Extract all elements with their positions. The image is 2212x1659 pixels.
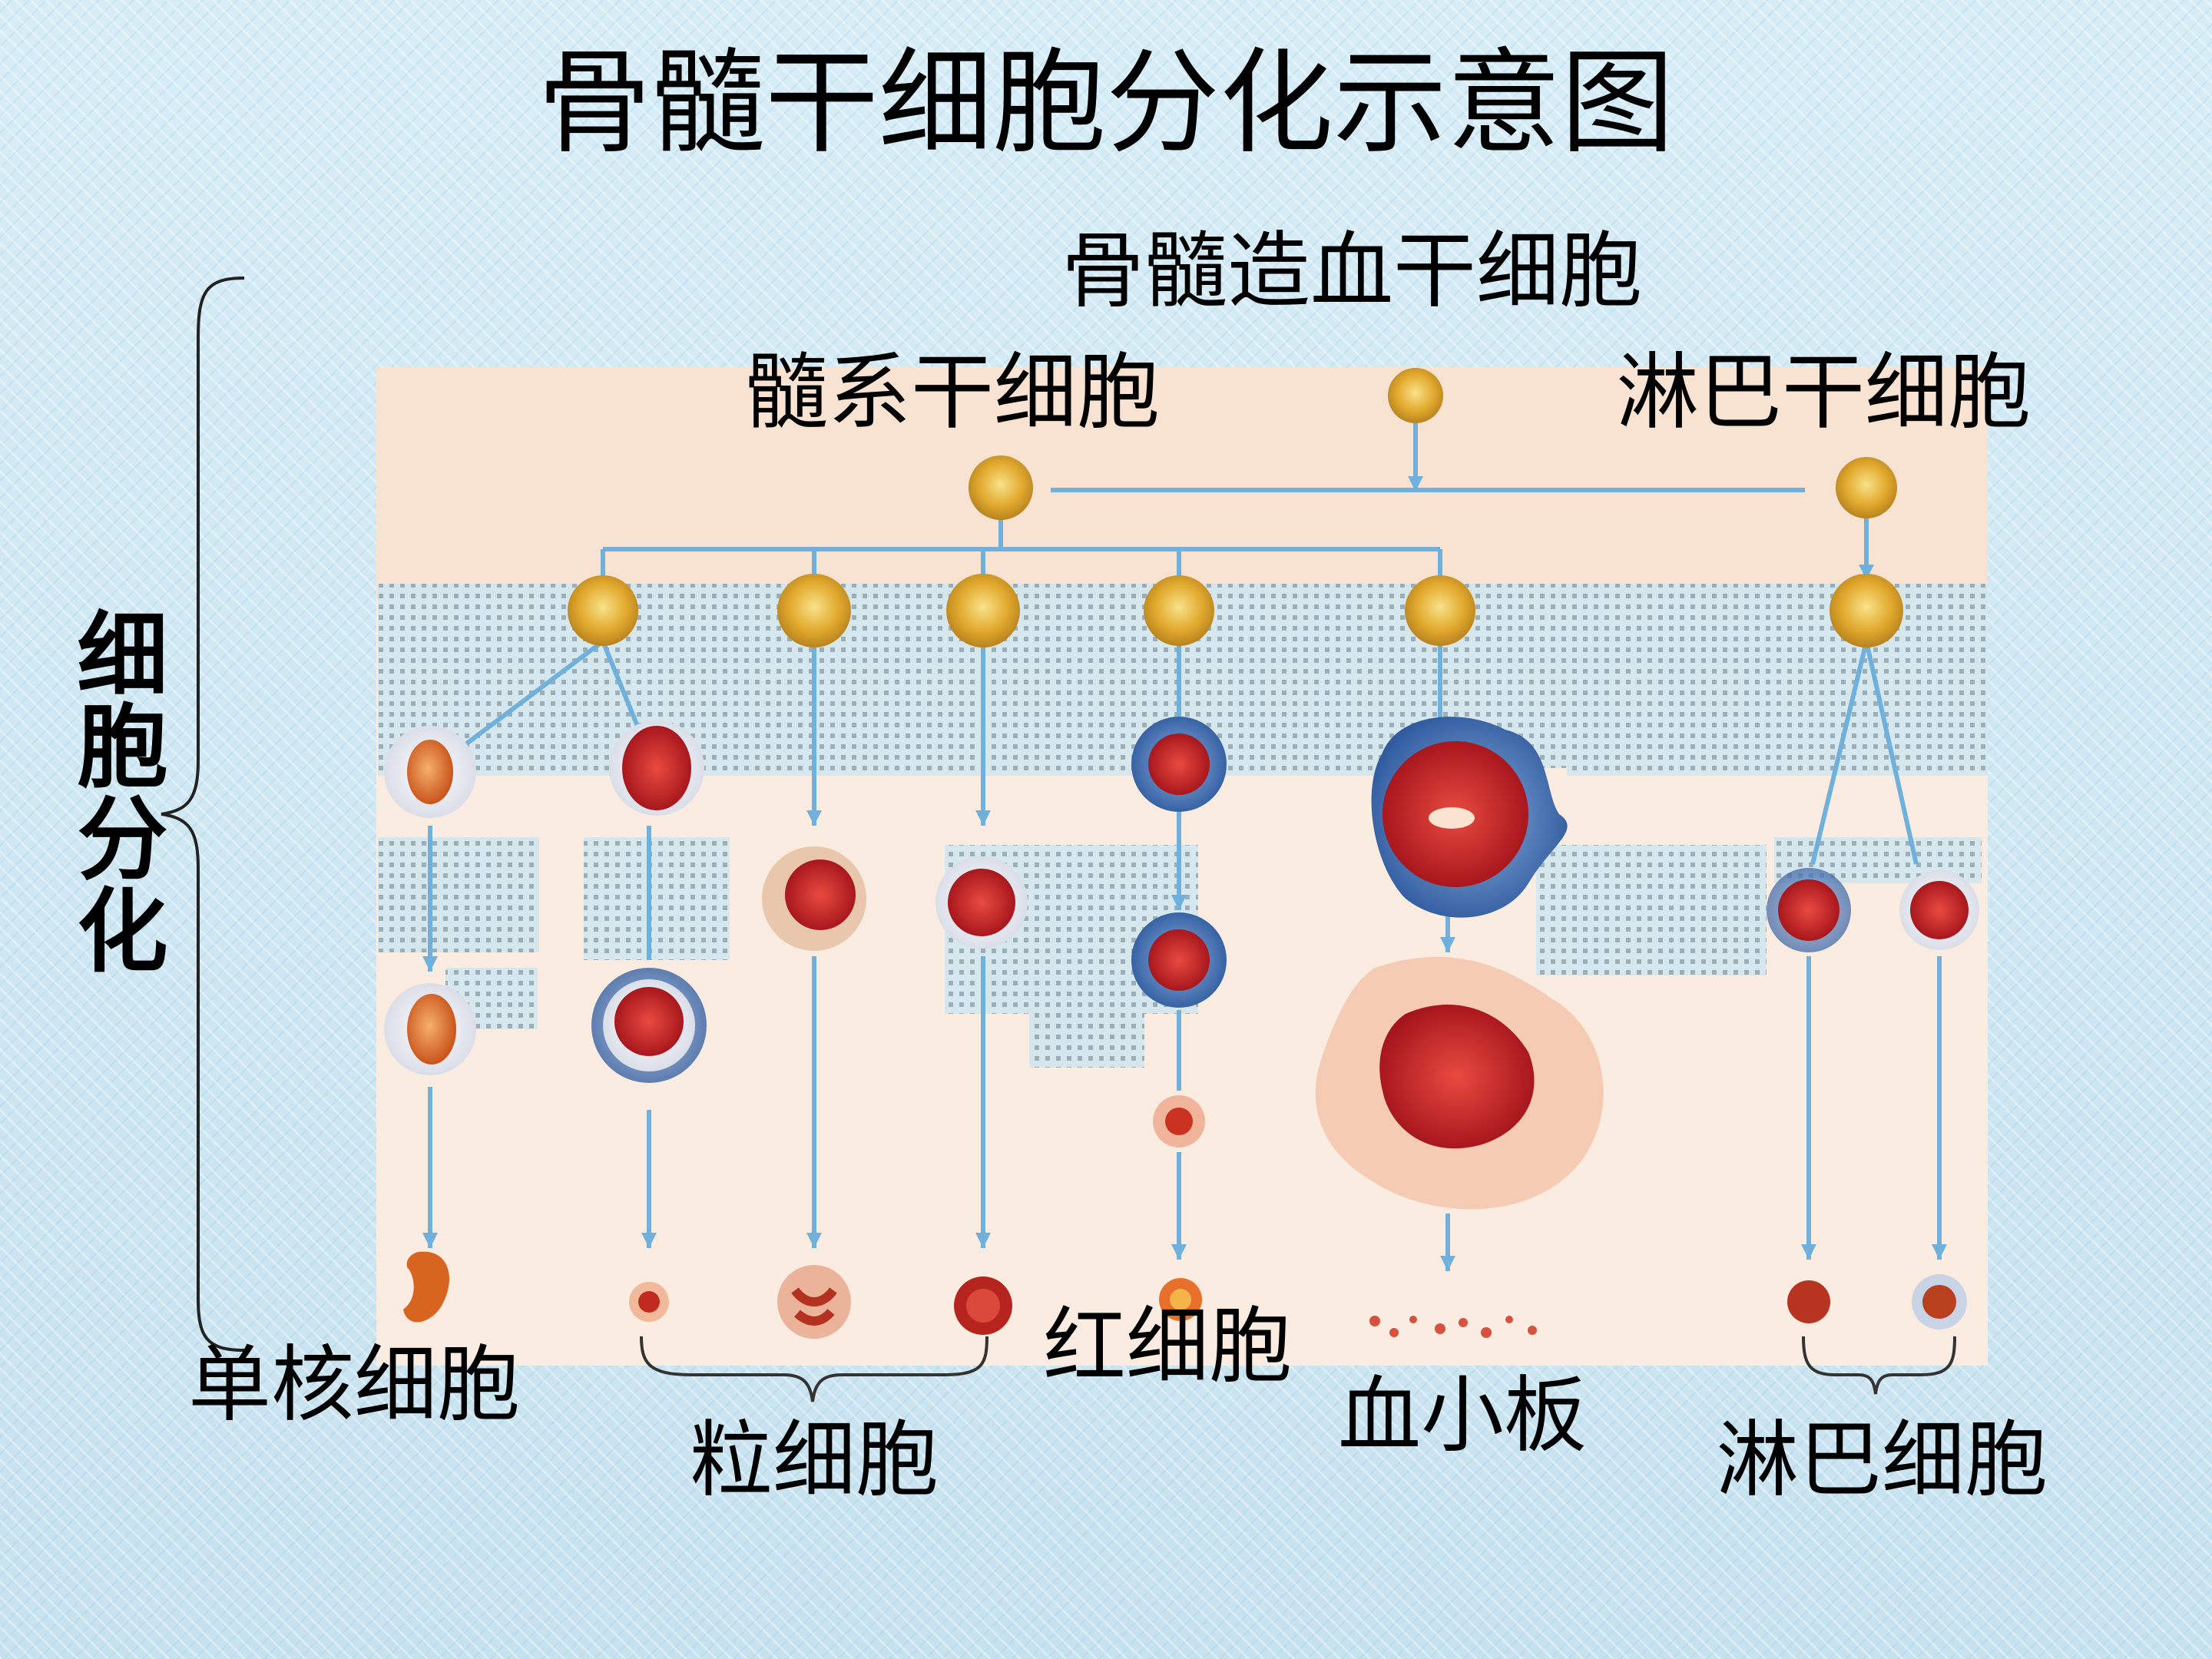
progenitor-cell	[1830, 574, 1903, 647]
monocyte-label: 单核细胞	[188, 1344, 520, 1427]
granulocyte-label: 粒细胞	[690, 1419, 939, 1502]
left-brace	[161, 278, 244, 1350]
lymphocyte-label: 淋巴细胞	[1716, 1419, 2048, 1502]
progenitor-cell	[946, 574, 1020, 647]
progenitor-cell	[568, 575, 638, 646]
myeloid-stem-cell	[969, 455, 1033, 520]
lymphoid-stem-cell-label: 淋巴干细胞	[1616, 352, 2031, 435]
lymphocyte-cell	[1787, 1280, 1830, 1323]
platelet-label: 血小板	[1338, 1375, 1587, 1458]
lymphoid-stem-cell	[1836, 457, 1897, 518]
progenitor-cell	[1144, 575, 1214, 646]
progenitor-cell	[777, 574, 851, 647]
hematopoietic-stem-cell-label: 骨髓造血干细胞	[1061, 230, 1642, 313]
hematopoietic-stem-cell	[1388, 368, 1443, 423]
red-blood-cell-label: 红细胞	[1043, 1306, 1292, 1389]
myeloid-stem-cell-label: 髓系干细胞	[745, 352, 1160, 435]
progenitor-cell	[1405, 575, 1475, 646]
